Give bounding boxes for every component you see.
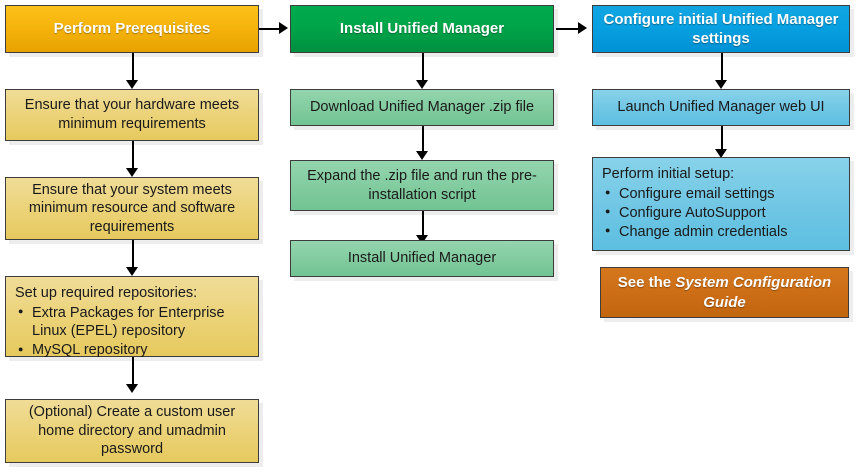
node-perform-initial-setup[interactable]: Perform initial setup: Configure email s… (592, 157, 850, 251)
connector-line-c2-2 (422, 126, 424, 156)
connector-line-c3-1 (721, 53, 723, 85)
connector-line-c1-4 (132, 357, 134, 389)
list-item: Extra Packages for Enterprise Linux (EPE… (18, 303, 250, 341)
list-item: Change admin credentials (605, 222, 841, 242)
node-install-unified-manager-header[interactable]: Install Unified Manager (290, 5, 554, 53)
node-label: Perform Prerequisites (53, 20, 211, 38)
node-system-requirements[interactable]: Ensure that your system meets minimum re… (5, 177, 259, 240)
connector-line-c1-2 (132, 141, 134, 173)
node-launch-web-ui[interactable]: Launch Unified Manager web UI (592, 89, 850, 126)
node-label: Ensure that your system meets minimum re… (28, 181, 236, 235)
connector-arrow-c1-to-c2 (279, 22, 288, 34)
connector-arrow-c2-1 (416, 80, 428, 89)
node-optional-custom-user[interactable]: (Optional) Create a custom user home dir… (5, 399, 259, 463)
node-hardware-requirements[interactable]: Ensure that your hardware meets minimum … (5, 89, 259, 141)
list-item: Configure email settings (605, 184, 841, 204)
node-label: Install Unified Manager (339, 20, 505, 38)
column-configure: Configure initial Unified Manager settin… (592, 0, 852, 473)
node-label: Ensure that your hardware meets minimum … (24, 97, 240, 132)
connector-line-c1-to-c2 (259, 28, 283, 30)
repository-list: Extra Packages for Enterprise Linux (EPE… (15, 303, 250, 361)
connector-line-c3-2 (721, 126, 723, 154)
list-item: MySQL repository (18, 341, 250, 360)
connector-arrow-c2-3 (416, 235, 428, 244)
reference-emphasis: System Configuration Guide (675, 274, 832, 311)
node-label: Configure initial Unified Manager settin… (603, 10, 839, 47)
connector-arrow-c1-1 (126, 80, 138, 89)
reference-label: See the System Configuration Guide (609, 273, 840, 311)
node-lead-label: Set up required repositories: (15, 285, 198, 301)
connector-line-c1-1 (132, 53, 134, 85)
reference-prefix: See the (617, 274, 676, 292)
connector-arrow-c1-3 (126, 267, 138, 276)
column-prerequisites: Perform Prerequisites Ensure that your h… (5, 0, 259, 473)
node-install-unified-manager-step[interactable]: Install Unified Manager (290, 240, 554, 277)
initial-setup-list: Configure email settings Configure AutoS… (602, 184, 841, 242)
node-label: (Optional) Create a custom user home dir… (28, 404, 236, 458)
node-expand-zip-run-script[interactable]: Expand the .zip file and run the pre-ins… (290, 160, 554, 211)
node-configure-settings-header[interactable]: Configure initial Unified Manager settin… (592, 5, 850, 53)
node-label: Download Unified Manager .zip file (309, 99, 535, 116)
connector-arrow-c2-to-c3 (578, 22, 587, 34)
node-lead-label: Perform initial setup: (602, 166, 735, 182)
node-perform-prerequisites-header[interactable]: Perform Prerequisites (5, 5, 259, 53)
connector-arrow-c2-2 (416, 151, 428, 160)
connector-line-c2-1 (422, 53, 424, 85)
column-install: Install Unified Manager Download Unified… (290, 0, 556, 473)
connector-arrow-c3-2 (715, 149, 727, 158)
node-label: Expand the .zip file and run the pre-ins… (307, 167, 537, 203)
node-label: Install Unified Manager (347, 250, 497, 267)
node-label: Launch Unified Manager web UI (617, 99, 825, 116)
connector-line-c1-3 (132, 240, 134, 272)
connector-line-c2-3 (422, 211, 424, 240)
connector-arrow-c3-1 (715, 80, 727, 89)
connector-arrow-c1-2 (126, 168, 138, 177)
connector-line-c2-to-c3 (556, 28, 581, 30)
connector-arrow-c1-4 (126, 384, 138, 393)
node-see-system-configuration-guide[interactable]: See the System Configuration Guide (600, 267, 849, 318)
list-item: Configure AutoSupport (605, 203, 841, 223)
node-download-zip[interactable]: Download Unified Manager .zip file (290, 89, 554, 126)
node-required-repositories[interactable]: Set up required repositories: Extra Pack… (5, 276, 259, 358)
